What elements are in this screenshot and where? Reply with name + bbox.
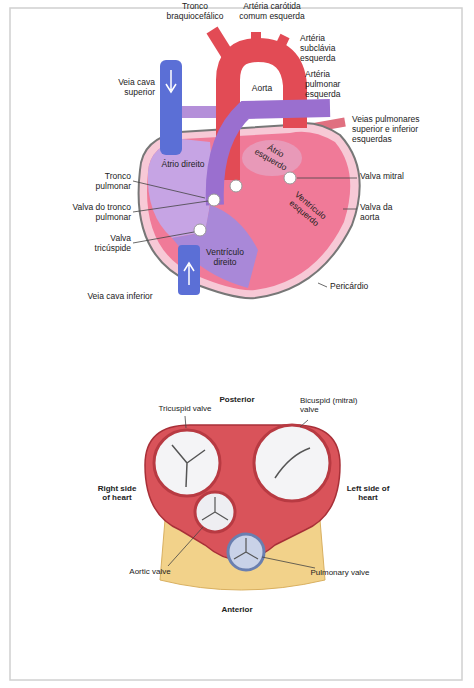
vessel-label: Aorta	[244, 84, 280, 94]
side-label: Right side of heart	[93, 484, 141, 502]
chamber-label: Átrio direito	[160, 160, 206, 170]
artery-label: Tronco braquiocefálico	[160, 2, 230, 22]
vessel-label: Tronco pulmonar	[75, 172, 131, 192]
artery-label: Artéria pulmonar esquerda	[305, 70, 365, 99]
artery-label: Artéria subclávia esquerda	[300, 34, 352, 63]
artery-label: Artéria carótida comum esquerda	[232, 2, 312, 22]
valve-label: Valva do tronco pulmonar	[68, 203, 131, 223]
side-label: Left side of heart	[344, 484, 392, 502]
membrane-label: Pericárdio	[330, 282, 390, 292]
valve-label: Tricuspid valve	[140, 404, 230, 413]
vein-label: Veias pulmonares superior e inferior esq…	[352, 115, 427, 144]
valve-label: Bicuspid (mitral) valve	[300, 396, 370, 414]
chamber-label: Ventrículo direito	[200, 248, 250, 268]
orientation-label: Posterior	[197, 395, 277, 404]
vein-label: Veia cava inferior	[70, 292, 170, 302]
valve-label: Valva da aorta	[360, 203, 405, 223]
valve-label: Pulmonary valve	[300, 568, 380, 577]
orientation-label: Anterior	[197, 605, 277, 614]
valve-label: Valva tricúspide	[75, 234, 131, 254]
vein-label: Veia cava superior	[100, 78, 155, 98]
valve-label: Aortic valve	[115, 567, 185, 576]
valve-label: Valva mitral	[360, 172, 405, 182]
